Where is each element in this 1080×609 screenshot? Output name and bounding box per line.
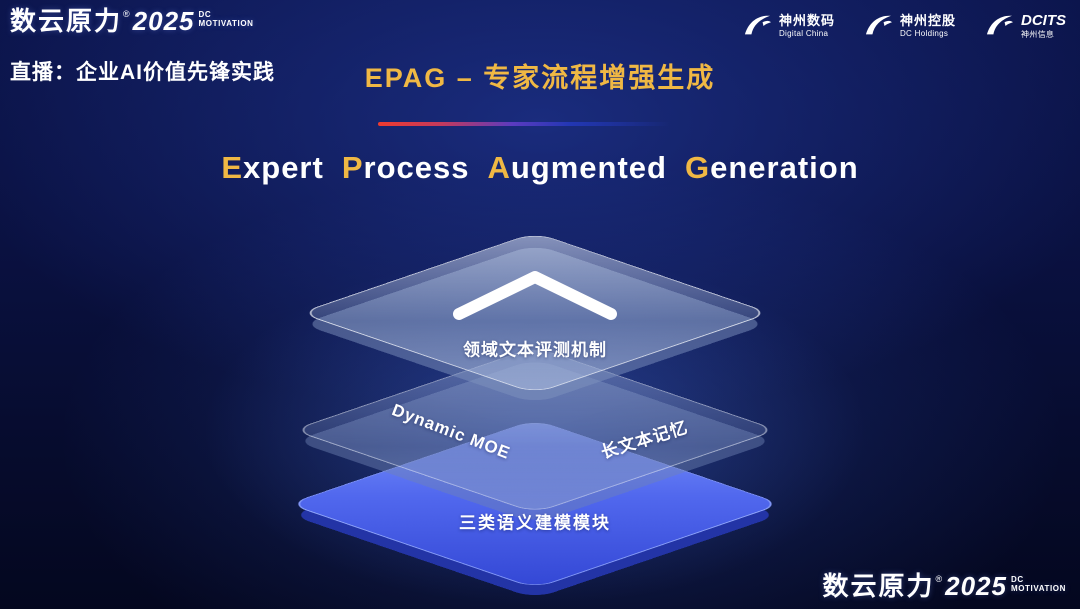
partner-swoosh-icon — [865, 15, 892, 35]
partner-swoosh-icon — [744, 15, 771, 35]
brand-motivation: MOTIVATION — [198, 19, 254, 29]
brand-name: 数云原力 — [822, 571, 935, 601]
page-title: EPAG – 专家流程增强生成 — [364, 63, 716, 93]
brand-name: 数云原力 — [10, 6, 123, 36]
subtitle-word-initial: G — [685, 150, 711, 185]
layer-top-label: 领域文本评测机制 — [463, 340, 607, 360]
subtitle-word-initial: E — [221, 150, 244, 185]
partner-subname: DC Holdings — [899, 28, 949, 38]
brand-year: 2025 — [945, 571, 1007, 601]
subtitle-word-rest: xpert — [243, 150, 324, 185]
chevron-up-icon — [453, 271, 617, 320]
brand-dc: DC — [198, 10, 212, 19]
brand-reg-mark: ® — [935, 574, 943, 584]
partner-subname: Digital China — [778, 28, 829, 38]
subtitle-word-rest: eneration — [710, 150, 859, 185]
partner-dc-holdings: 神州控股 DC Holdings — [863, 13, 956, 39]
subtitle-word-rest: ugmented — [510, 150, 667, 185]
brand-logo-top: 数云原力 ® 2025 DC MOTIVATION — [10, 8, 254, 34]
live-stream-label: 直播：企业AI价值先锋实践 — [10, 61, 275, 84]
brand-reg-mark: ® — [123, 9, 130, 19]
partner-name: 神州数码 — [778, 13, 835, 29]
brand-sub: DC MOTIVATION — [199, 10, 254, 28]
brand-dc: DC — [1010, 575, 1024, 584]
partner-dcits: DCITS 神州信息 — [984, 12, 1066, 40]
partner-name: 神州控股 — [899, 13, 956, 29]
partner-swoosh-icon — [986, 15, 1013, 35]
brand-logo-bottom: 数云原力 ® 2025 DC MOTIVATION — [822, 573, 1066, 599]
partner-digital-china: 神州数码 Digital China — [742, 13, 835, 39]
brand-motivation: MOTIVATION — [1010, 584, 1066, 594]
subtitle: Expert Process Augmented Generation — [0, 150, 1080, 186]
gradient-divider — [378, 122, 670, 126]
subtitle-word-initial: A — [487, 150, 511, 185]
partner-name: DCITS — [1021, 12, 1066, 29]
layer-bottom-label: 三类语义建模模块 — [459, 513, 611, 533]
partner-subname: 神州信息 — [1021, 30, 1055, 39]
subtitle-word-initial: P — [341, 150, 364, 185]
brand-year: 2025 — [132, 6, 195, 36]
brand-sub: DC MOTIVATION — [1011, 575, 1066, 593]
subtitle-word-rest: rocess — [363, 150, 470, 185]
partner-logos: 神州数码 Digital China 神州控股 DC Holdings DCIT… — [742, 12, 1066, 40]
